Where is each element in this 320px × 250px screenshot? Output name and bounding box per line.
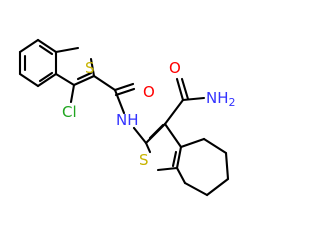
nh2-subscript: 2 (229, 96, 236, 109)
cyclohexane-ring (175, 137, 230, 197)
structure-canvas: S Cl O NH S O NH2 (18, 38, 236, 197)
tetrahydro-thiophene-ring (144, 122, 183, 172)
benzene-ring (18, 38, 58, 88)
n-c-bond (132, 126, 148, 145)
oxygen-label-amide: O (143, 83, 155, 101)
nh2-main: NH (206, 89, 229, 107)
benzothiophene-thiophene-ring (54, 46, 96, 87)
carboxamide-group (163, 77, 206, 126)
sulfur-label-thiophene: S (139, 151, 149, 169)
amide-linkage (92, 74, 136, 115)
sulfur-label-benzothiophene: S (85, 59, 95, 77)
molecule-structure: S Cl O NH S O NH2 (18, 38, 236, 197)
chlorine-label: Cl (62, 103, 77, 121)
oxygen-label-carbamoyl: O (169, 59, 181, 77)
nh-label: NH (116, 111, 139, 129)
nh2-label: NH2 (206, 89, 236, 109)
c-cl-bond (69, 83, 76, 104)
